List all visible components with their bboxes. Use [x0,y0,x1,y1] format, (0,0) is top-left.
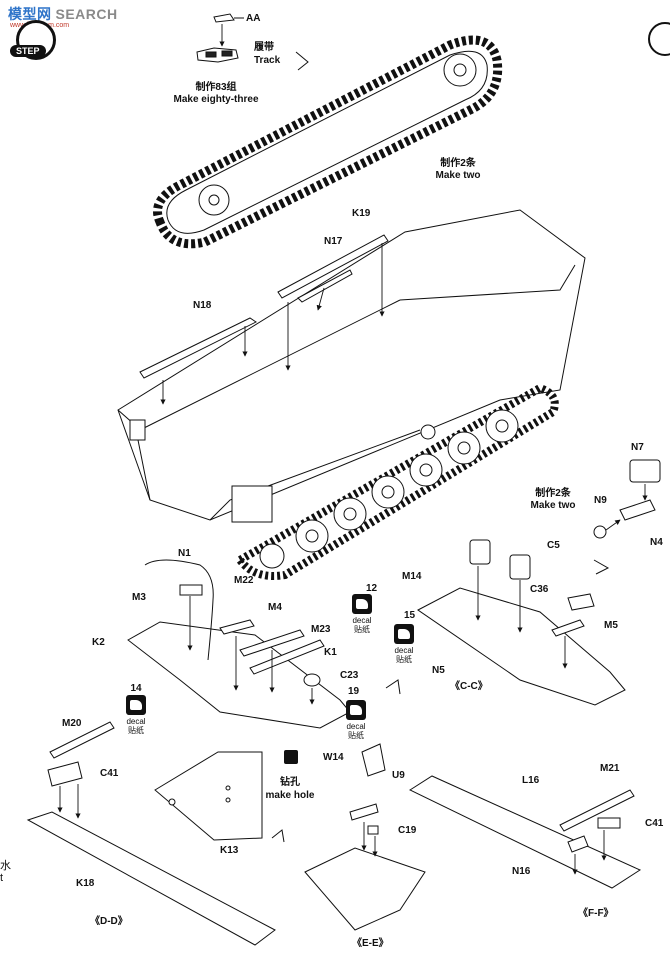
drill-icon [284,750,298,764]
label-n1: N1 [178,548,191,559]
drill-cn: 钻孔 [280,777,300,788]
watermark-brand: 模型网 [8,6,52,22]
label-m5: M5 [604,620,618,631]
label-k18: K18 [76,878,95,889]
label-19: 19 [348,686,360,697]
label-n18: N18 [193,300,212,311]
label-12: 12 [366,583,378,594]
track-make2-en: Make two [435,170,481,181]
label-c23: C23 [340,670,359,681]
right-assembly [417,539,626,706]
label-n4: N4 [650,537,663,548]
label-aa: AA [246,13,261,24]
label-w14: W14 [323,752,344,763]
label-15: 15 [404,610,416,621]
decal-icon [346,700,366,720]
track-link-aa [196,13,244,63]
decal-cn: 贴纸 [348,731,364,740]
decal-14-number: 14 [130,683,142,694]
decal-en: decal [394,646,414,655]
edge-text-line2: t [0,872,4,884]
track-name-en: Track [254,55,281,66]
label-m14: M14 [402,571,422,582]
label-c19: C19 [398,825,417,836]
right-make-en: Make two [530,500,576,511]
label-k13: K13 [220,845,239,856]
track-make2-cn: 制作2条 [440,158,476,169]
right-small-parts [593,459,661,575]
label-c36: C36 [530,584,549,595]
label-m4: M4 [268,602,282,613]
label-m23: M23 [311,624,331,635]
decal-19: decal 贴纸 [336,700,376,740]
right-make-cn: 制作2条 [535,488,571,499]
label-m3: M3 [132,592,146,603]
step-badge: STEP [4,20,62,60]
label-l16: L16 [522,775,540,786]
section-cc: 《C-C》 [450,681,488,692]
label-k2: K2 [92,637,105,648]
label-m20: M20 [62,718,82,729]
decal-icon [352,594,372,614]
cropped-edge-text: 水 t [0,860,11,884]
track-make-cn: 制作83组 [195,82,237,93]
track-name-cn: 履带 [254,42,274,53]
section-ee-drawing [154,743,426,931]
section-ff: 《F-F》 [578,908,614,919]
decal-14: 14 decal 贴纸 [116,684,156,735]
section-dd-drawing [26,721,276,946]
next-step-circle [648,22,670,56]
label-n7: N7 [631,442,644,453]
label-n5: N5 [432,665,445,676]
label-k1: K1 [324,647,337,658]
decal-cn: 贴纸 [354,625,370,634]
label-c5: C5 [547,540,560,551]
track-loop [153,35,503,249]
hull-rails [139,234,389,405]
section-ff-drawing [408,775,642,889]
decal-cn: 贴纸 [396,655,412,664]
label-m21: M21 [600,763,620,774]
label-m22: M22 [234,575,254,586]
decal-12: decal 贴纸 [342,594,382,634]
section-ee: 《E-E》 [352,938,389,949]
track-assembly-arrow [295,51,309,71]
decal-15: decal 贴纸 [384,624,424,664]
decal-icon [126,695,146,715]
decal-icon [394,624,414,644]
edge-text-line1: 水 [0,860,11,872]
label-n16: N16 [512,866,531,877]
decal-cn: 贴纸 [128,726,144,735]
hull-body [117,209,586,580]
watermark-search: SEARCH [55,6,118,22]
section-dd: 《D-D》 [90,916,128,927]
decal-en: decal [346,722,366,731]
label-n17: N17 [324,236,343,247]
decal-en: decal [352,616,372,625]
step-label: STEP [10,45,46,57]
decal-en: decal [126,717,146,726]
label-n9: N9 [594,495,607,506]
label-c41-right: C41 [645,818,664,829]
label-k19: K19 [352,208,371,219]
label-c41-left: C41 [100,768,119,779]
track-make-en: Make eighty-three [173,94,259,105]
drill-en: make hole [265,790,315,801]
label-u9: U9 [392,770,405,781]
